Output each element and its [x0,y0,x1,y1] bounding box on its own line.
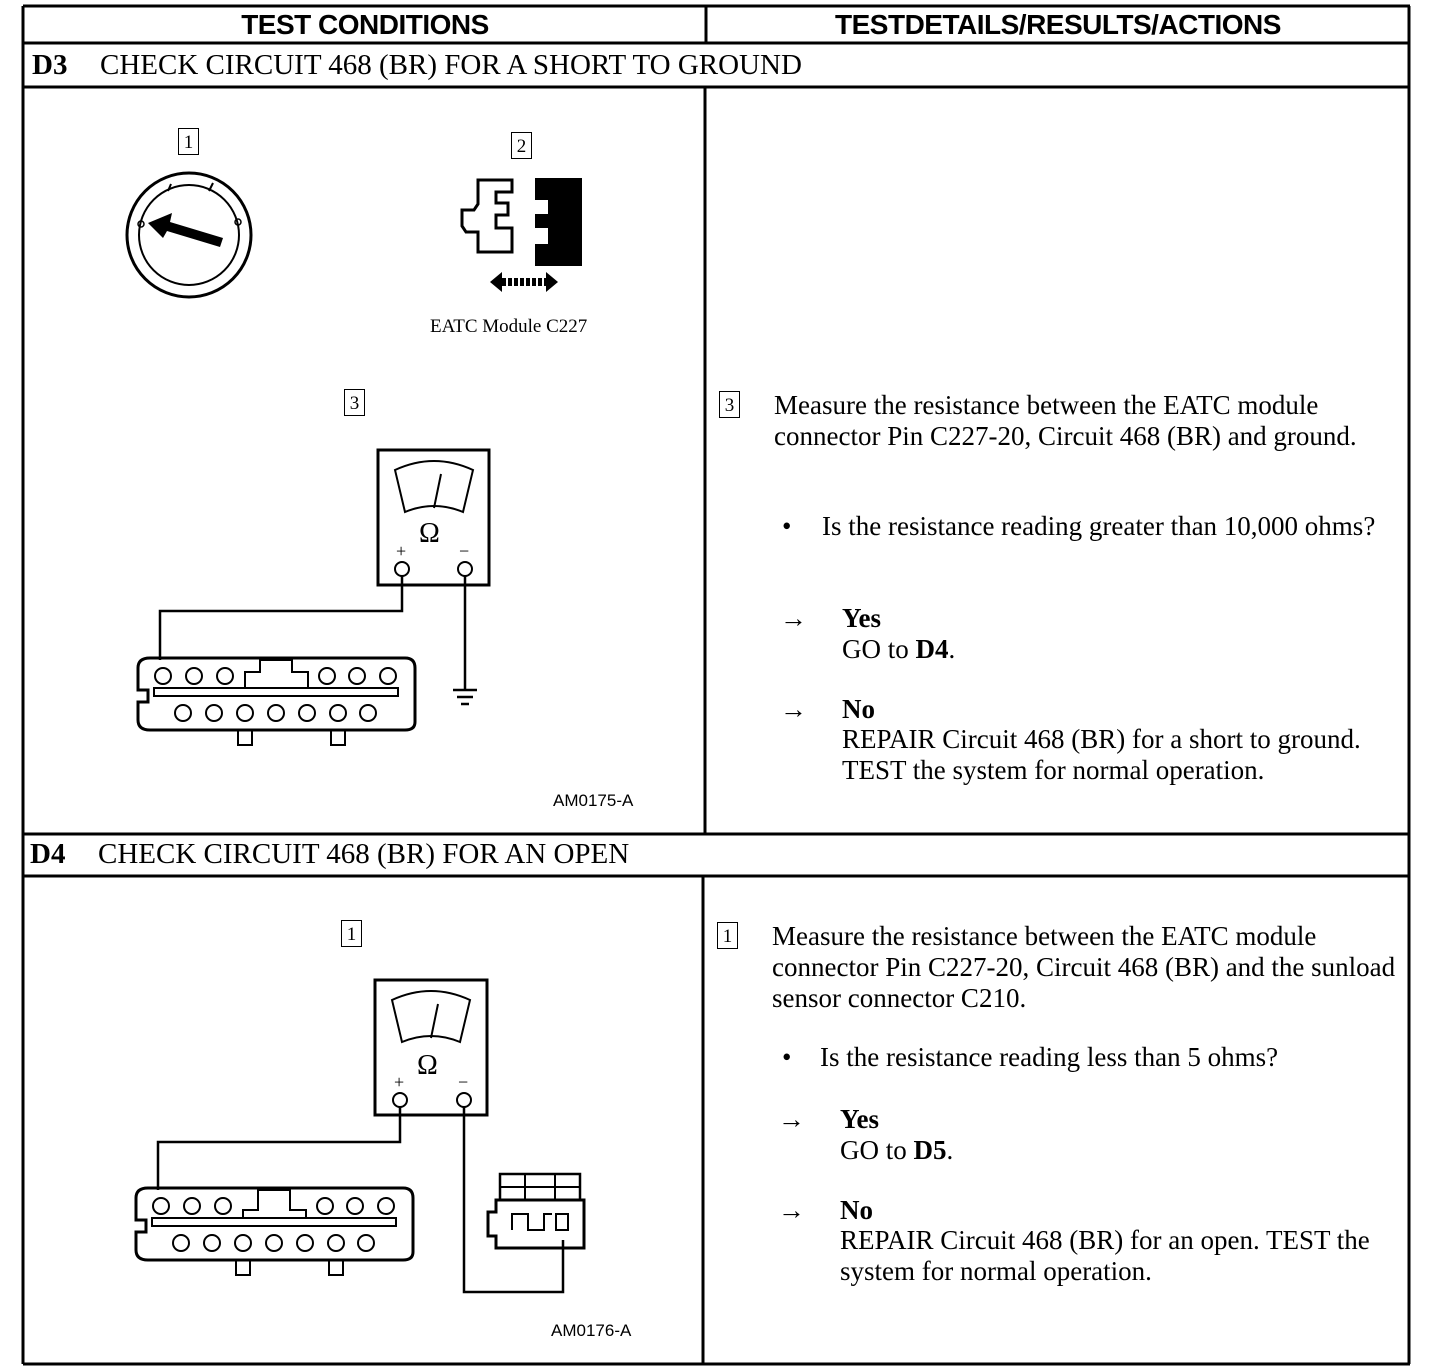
d4-figure-code: AM0176-A [551,1321,632,1340]
d4-ohm-symbol: Ω [417,1050,438,1081]
d4-callout-1: 1 [341,920,362,947]
d3-instruction: Measure the resistance between the EATC … [774,390,1357,451]
d4-no-arrow: → [778,1195,805,1225]
d3-step-title: CHECK CIRCUIT 468 (BR) FOR A SHORT TO GR… [100,49,802,81]
d3-no-label: No [842,694,875,724]
d4-bullet: • [782,1042,792,1072]
d4-yes-label: Yes [840,1104,879,1134]
d3-yes-label: Yes [842,603,881,633]
d4-yes-action: GO to D5. [840,1135,954,1165]
connector-label: EATC Module C227 [430,316,588,337]
d4-step-title: CHECK CIRCUIT 468 (BR) FOR AN OPEN [98,838,630,870]
d3-step-id: D3 [32,49,68,81]
d3-no-arrow: → [780,694,807,724]
d3-question: Is the resistance reading greater than 1… [822,511,1376,541]
d4-instruction: Measure the resistance between the EATC … [772,921,1396,1013]
d3-callout-3: 3 [344,389,365,416]
d4-step-number: 1 [717,922,738,949]
d4-step-id: D4 [30,838,66,870]
d4-plus-terminal: + [394,1072,405,1092]
d3-no-action: REPAIR Circuit 468 (BR) for a short to g… [842,724,1361,785]
d4-no-action: REPAIR Circuit 468 (BR) for an open. TES… [840,1225,1370,1286]
d3-bullet: • [782,511,792,541]
d4-question: Is the resistance reading less than 5 oh… [820,1042,1279,1072]
header-test-details: TESTDETAILS/RESULTS/ACTIONS [835,9,1281,40]
d3-figure-code: AM0175-A [553,791,634,810]
d3-yes-arrow: → [780,603,807,633]
d3-minus-terminal: − [459,541,470,561]
d3-ohm-symbol: Ω [419,518,440,549]
d4-minus-terminal: − [458,1072,469,1092]
header-test-conditions: TEST CONDITIONS [241,9,489,40]
d3-callout-1: 1 [178,128,199,155]
d3-callout-2: 2 [511,132,532,159]
d4-no-label: No [840,1195,873,1225]
d3-plus-terminal: + [396,541,407,561]
d4-yes-arrow: → [778,1104,805,1134]
d3-step-number: 3 [719,391,740,418]
d3-yes-action: GO to D4. [842,634,956,664]
